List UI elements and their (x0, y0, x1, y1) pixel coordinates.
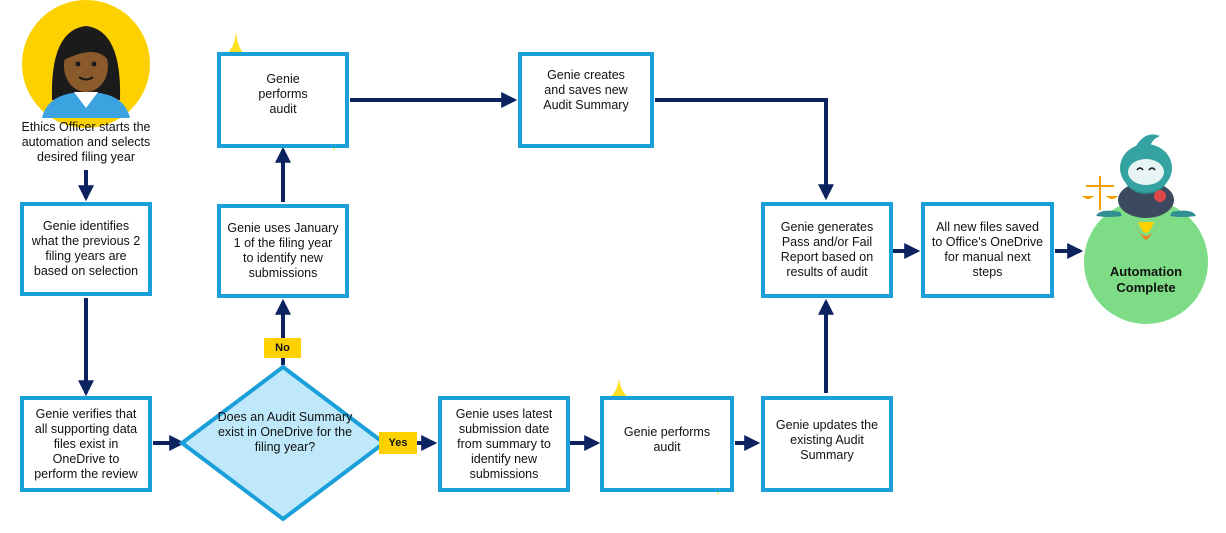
step-verify-files: Genie verifies that all supporting data … (20, 396, 152, 492)
step-audit-bottom: Genie performs audit (600, 396, 734, 492)
step-use-latest: Genie uses latest submission date from s… (438, 396, 570, 492)
step-save-files: All new files saved to Office's OneDrive… (921, 202, 1054, 298)
step-update-summary: Genie updates the existing Audit Summary (761, 396, 893, 492)
step-use-jan1: Genie uses January 1 of the filing year … (217, 204, 349, 298)
yes-tag: Yes (379, 432, 417, 454)
decision-label: Does an Audit Summary exist in OneDrive … (217, 410, 353, 454)
automation-complete-node: Automation Complete (1084, 200, 1208, 324)
step-identify-years: Genie identifies what the previous 2 fil… (20, 202, 152, 296)
genie-robot-mascot (1082, 134, 1208, 324)
arrow-create-to-generate (655, 98, 834, 201)
step-audit-top: Genie performs audit (217, 52, 349, 148)
start-label: Ethics Officer starts the automation and… (21, 120, 151, 164)
step-create-summary: Genie creates and saves new Audit Summar… (518, 52, 654, 148)
no-tag: No (264, 338, 301, 358)
ethics-officer-avatar (22, 0, 150, 128)
step-generate-report: Genie generates Pass and/or Fail Report … (761, 202, 893, 298)
automation-complete-label: Automation Complete (1109, 264, 1183, 295)
decision-diamond (178, 364, 388, 522)
